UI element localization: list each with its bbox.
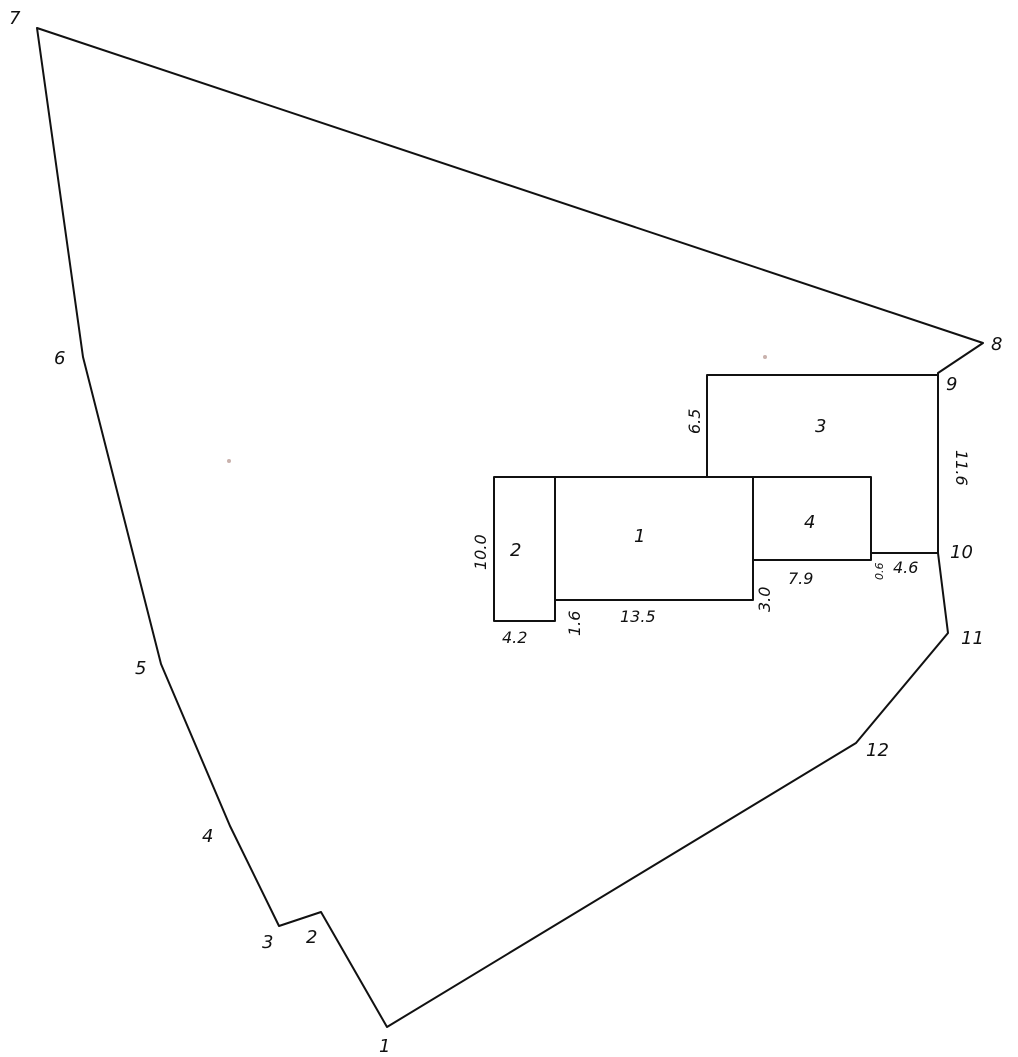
dimension-offset-0-6: 0.6: [873, 563, 886, 581]
vertex-label-9: 9: [946, 374, 957, 395]
building-label-3: 3: [815, 416, 826, 437]
building-3-outline: [706, 374, 939, 478]
vertex-label-7: 7: [9, 8, 21, 29]
vertex-label-2: 2: [306, 927, 317, 948]
building-label-4: 4: [804, 512, 815, 533]
dimension-offset-3-0: 3.0: [755, 587, 774, 612]
paper-speck: [763, 355, 767, 359]
vertex-label-11: 11: [961, 628, 984, 649]
vertex-label-5: 5: [135, 658, 146, 679]
paper-speck: [227, 459, 231, 463]
dimension-offset-4-6: 4.6: [893, 558, 918, 577]
parcel-boundary: [36, 27, 984, 1028]
vertex-label-8: 8: [991, 334, 1002, 355]
vertex-label-4: 4: [202, 826, 213, 847]
dimension-b4-width: 7.9: [788, 569, 813, 588]
vertex-label-12: 12: [866, 740, 889, 761]
dimension-b2-width: 4.2: [502, 628, 527, 647]
dimension-b1-width: 13.5: [620, 607, 656, 626]
building-1-outline: [554, 476, 754, 601]
dimension-side-11-6: 11.6: [952, 450, 971, 486]
dimension-offset-1-6: 1.6: [565, 611, 584, 636]
dimension-b2-height: 10.0: [471, 534, 490, 570]
vertex-label-3: 3: [262, 932, 273, 953]
vertex-label-1: 1: [379, 1036, 390, 1057]
building-2-outline: [493, 476, 556, 622]
building-4-outline: [752, 476, 872, 561]
building-label-1: 1: [634, 526, 645, 547]
dimension-b3-height: 6.5: [685, 409, 704, 434]
vertex-label-6: 6: [54, 348, 65, 369]
vertex-label-10: 10: [950, 542, 973, 563]
building-label-2: 2: [510, 540, 521, 561]
